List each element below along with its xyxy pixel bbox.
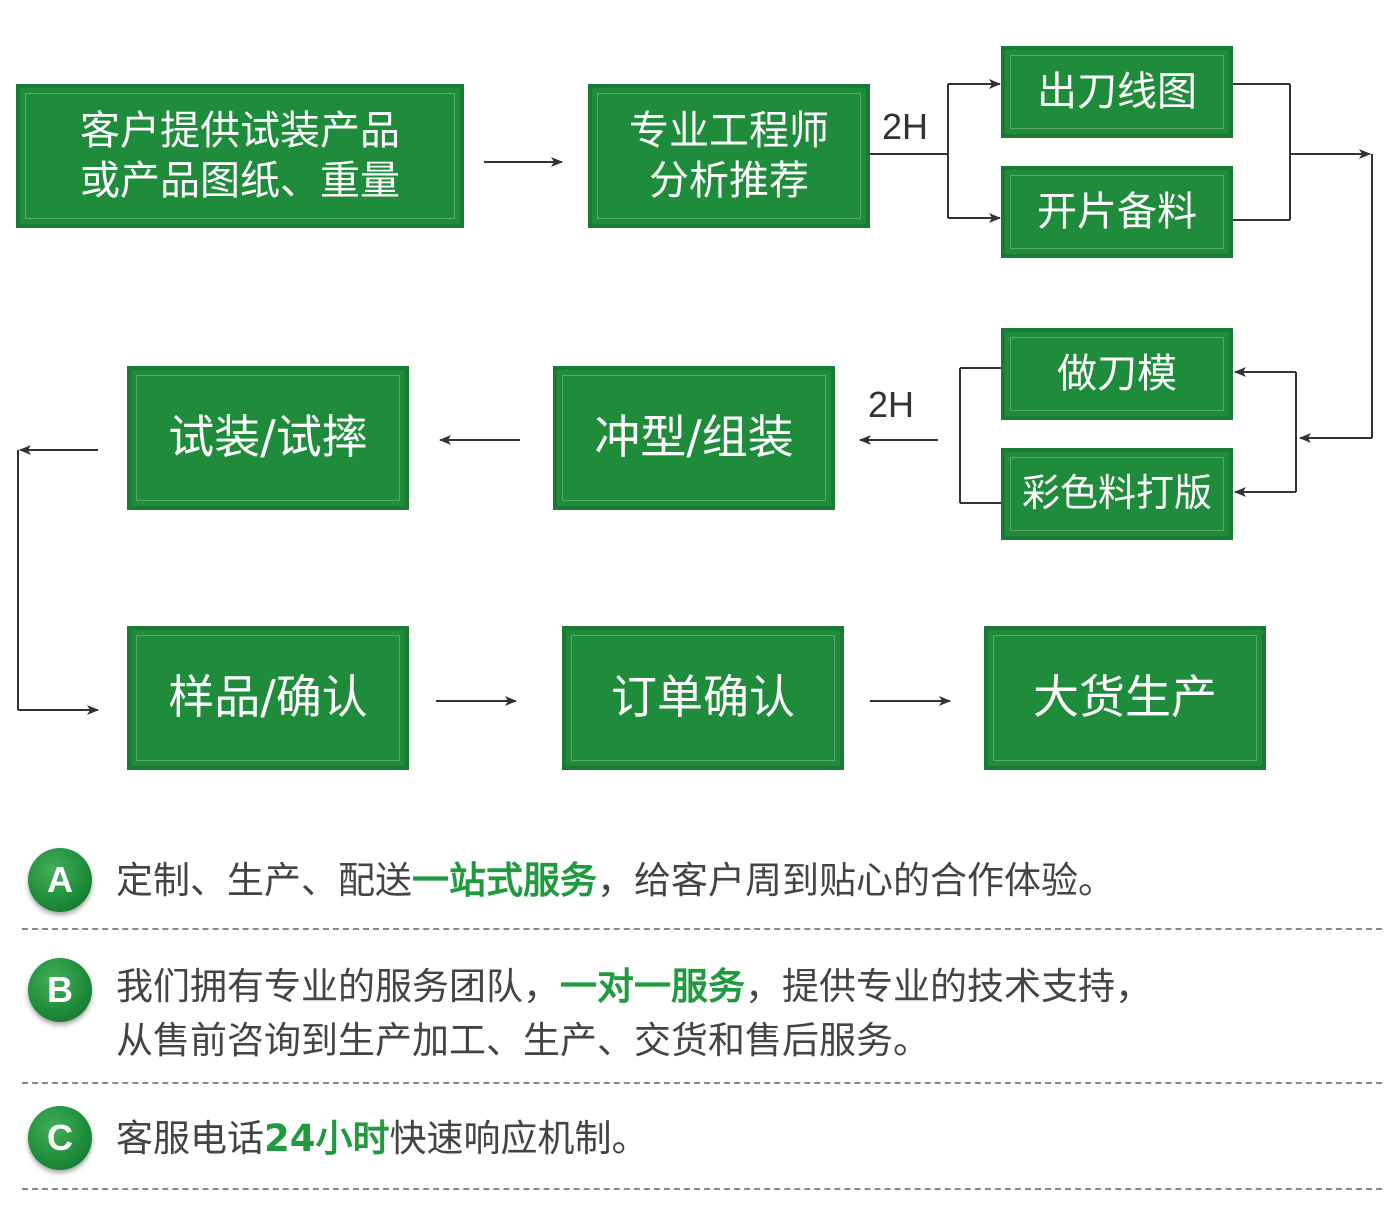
time-label-middle: 2H	[868, 384, 915, 425]
step-line: 专业工程师	[629, 108, 829, 154]
info-text-pre: 客服电话	[116, 1117, 264, 1160]
info-row-c: C 客服电话24小时快速响应机制。	[28, 1106, 1380, 1176]
divider	[22, 1188, 1382, 1190]
step-make-die: 做刀模	[1001, 328, 1233, 420]
step-trial-drop-test: 试装/试摔	[127, 366, 409, 510]
info-text-pre: 定制、生产、配送	[116, 859, 412, 902]
info-text-post: 快速响应机制。	[389, 1117, 649, 1160]
info-highlight: 24小时	[264, 1117, 390, 1160]
info-row-b: B 我们拥有专业的服务团队，一对一服务，提供专业的技术支持， 从售前咨询到生产加…	[28, 958, 1380, 1068]
time-label-top: 2H	[882, 106, 929, 147]
step-label: 样品/确认	[168, 670, 368, 725]
step-label: 彩色料打版	[1021, 471, 1212, 516]
badge-a-icon: A	[28, 848, 92, 912]
step-cutter-drawing: 出刀线图	[1001, 46, 1233, 138]
step-line: 分析推荐	[649, 158, 809, 204]
info-row-a: A 定制、生产、配送一站式服务，给客户周到贴心的合作体验。	[28, 848, 1380, 918]
info-highlight: 一对一服务	[560, 965, 745, 1008]
step-label: 做刀模	[1057, 351, 1177, 397]
info-line-2: 从售前咨询到生产加工、生产、交货和售后服务。	[116, 1019, 930, 1062]
step-label: 冲型/组装	[594, 410, 794, 465]
info-text-a: 定制、生产、配送一站式服务，给客户周到贴心的合作体验。	[116, 854, 1115, 908]
step-line: 客户提供试装产品	[80, 108, 400, 154]
info-highlight: 一站式服务	[412, 859, 597, 902]
step-customer-provides: 客户提供试装产品 或产品图纸、重量	[16, 84, 464, 228]
step-color-sample: 彩色料打版	[1001, 448, 1233, 540]
step-label: 试装/试摔	[168, 410, 368, 465]
badge-c-icon: C	[28, 1106, 92, 1170]
step-line: 或产品图纸、重量	[80, 158, 400, 204]
step-label: 大货生产	[1033, 670, 1217, 725]
step-order-confirm: 订单确认	[562, 626, 844, 770]
flow-connectors	[17, 79, 1373, 715]
step-mass-production: 大货生产	[984, 626, 1266, 770]
badge-b-icon: B	[28, 958, 92, 1022]
info-text-pre: 我们拥有专业的服务团队，	[116, 965, 560, 1008]
step-sample-confirm: 样品/确认	[127, 626, 409, 770]
info-text-b: 我们拥有专业的服务团队，一对一服务，提供专业的技术支持， 从售前咨询到生产加工、…	[116, 960, 1152, 1068]
info-line-1: 我们拥有专业的服务团队，一对一服务，提供专业的技术支持，	[116, 960, 1152, 1014]
step-label: 出刀线图	[1037, 69, 1197, 115]
step-material-prep: 开片备料	[1001, 166, 1233, 258]
info-text-c: 客服电话24小时快速响应机制。	[116, 1112, 649, 1166]
info-text-post: ，提供专业的技术支持，	[745, 965, 1152, 1008]
step-punch-assemble: 冲型/组装	[553, 366, 835, 510]
step-engineer-analysis: 专业工程师 分析推荐	[588, 84, 870, 228]
step-label: 订单确认	[611, 670, 795, 725]
info-text-post: ，给客户周到贴心的合作体验。	[597, 859, 1115, 902]
divider	[22, 928, 1382, 930]
divider	[22, 1082, 1382, 1084]
step-label: 开片备料	[1037, 189, 1197, 235]
